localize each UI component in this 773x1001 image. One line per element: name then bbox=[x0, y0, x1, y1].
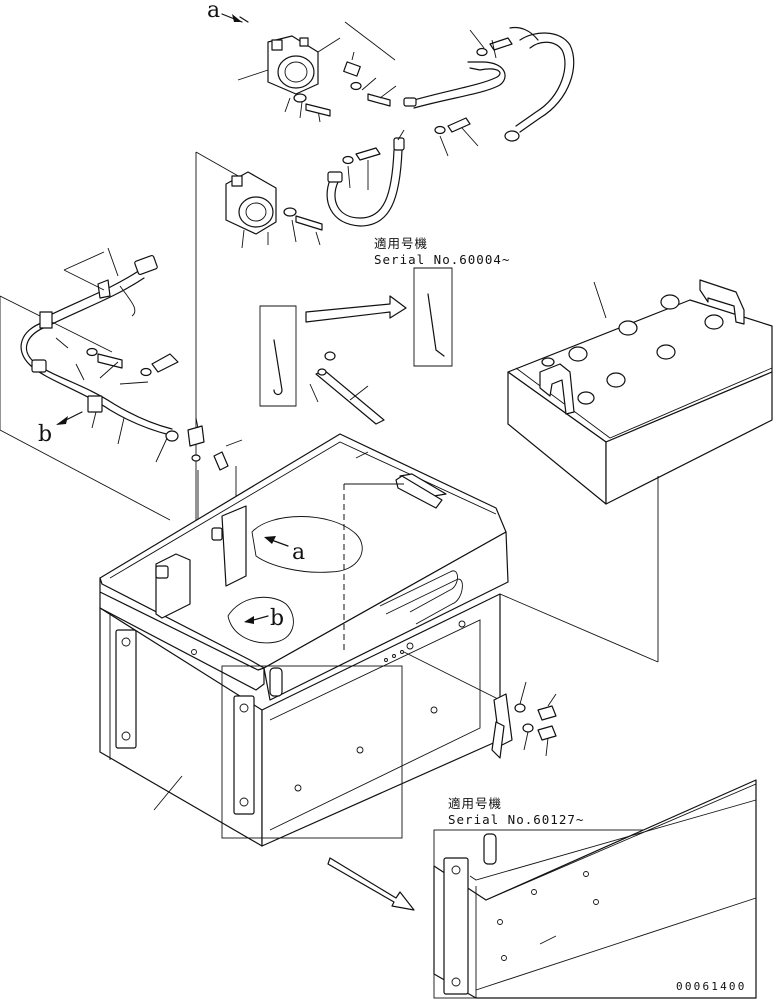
serial-note-1: 適用号機 Serial No.60004~ bbox=[374, 236, 510, 268]
detail-frame-enlarged bbox=[433, 779, 757, 999]
battery bbox=[507, 279, 773, 662]
battery-cable-upper bbox=[403, 26, 575, 157]
latch-parts bbox=[491, 681, 557, 759]
relay-lower bbox=[195, 129, 405, 610]
callout-b-tank: b bbox=[270, 606, 285, 631]
relay-upper bbox=[237, 16, 397, 123]
serial-note-1-title: 適用号機 bbox=[374, 236, 429, 251]
arrow-a-top bbox=[221, 13, 243, 23]
serial-note-2-serial: Serial No.60127~ bbox=[448, 812, 585, 827]
callout-b-left: b bbox=[38, 422, 53, 447]
callout-a-top: a bbox=[207, 0, 221, 23]
drawing-code: 00061400 bbox=[676, 980, 747, 993]
arrow-b-left bbox=[56, 411, 83, 425]
battery-box bbox=[99, 433, 659, 847]
serial-note-2: 適用号機 Serial No.60127~ bbox=[448, 796, 584, 828]
bracket-detail bbox=[259, 267, 453, 457]
detail-arrow bbox=[327, 857, 415, 911]
callout-a-tank: a bbox=[292, 540, 306, 565]
serial-note-1-serial: Serial No.60004~ bbox=[374, 252, 511, 267]
serial-note-2-title: 適用号機 bbox=[448, 796, 503, 811]
wiring-harness bbox=[0, 247, 243, 630]
detail-frame-source bbox=[221, 665, 403, 839]
